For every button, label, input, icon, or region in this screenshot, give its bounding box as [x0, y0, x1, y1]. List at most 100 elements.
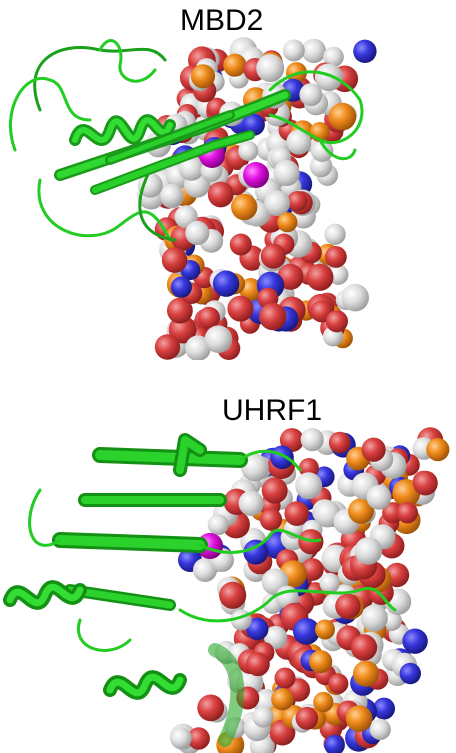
dna-atom-sphere: [274, 667, 296, 689]
dna-atom-sphere: [324, 734, 345, 753]
dna-atom-sphere: [298, 458, 319, 478]
uhrf1-dna-complex-render: [3, 427, 450, 753]
dna-atom-sphere: [271, 688, 294, 711]
dna-atom-sphere: [241, 453, 269, 482]
dna-atom-sphere: [396, 502, 418, 524]
dna-atom-sphere: [313, 691, 334, 713]
dna-atom-sphere: [178, 155, 204, 181]
dna-atom-sphere: [315, 619, 335, 640]
dna-atom-sphere: [325, 246, 347, 268]
dna-atom-sphere: [238, 140, 259, 161]
dna-atom-sphere: [299, 83, 323, 107]
dna-atom-sphere: [361, 437, 386, 462]
dna-atom-sphere: [413, 470, 438, 496]
dna-atom-sphere: [207, 181, 234, 208]
dna-atom-sphere: [282, 39, 305, 62]
dna-atom-sphere: [204, 325, 233, 354]
dna-atom-sphere: [306, 263, 334, 291]
dna-atom-sphere: [309, 650, 333, 674]
dna-atom-sphere: [353, 39, 377, 63]
dna-atom-sphere: [185, 220, 210, 246]
dna-atom-sphere: [279, 428, 304, 453]
dna-atom-sphere: [264, 190, 290, 217]
dna-atom-sphere: [360, 604, 388, 632]
dna-atom-sphere: [207, 514, 229, 536]
dna-atom-sphere: [399, 662, 421, 685]
dna-atom-sphere: [284, 501, 310, 526]
dna-atom-sphere: [277, 212, 298, 233]
dna-atom-sphere: [259, 302, 287, 331]
dna-atom-sphere: [335, 593, 361, 619]
dna-atom-sphere: [223, 53, 247, 77]
dna-atom-sphere: [324, 223, 346, 245]
dna-atom-sphere: [259, 508, 283, 531]
dna-atom-sphere: [256, 54, 285, 83]
dna-spheres-uhrf1: [169, 427, 450, 753]
panel-mbd2: MBD2: [0, 0, 456, 360]
dna-atom-sphere: [319, 572, 340, 594]
dna-atom-sphere: [287, 191, 308, 211]
dna-atom-sphere: [314, 63, 343, 92]
dna-atom-sphere: [260, 243, 286, 269]
dna-atom-sphere: [246, 617, 269, 641]
dna-atom-sphere: [286, 129, 312, 155]
dna-atom-sphere: [187, 727, 210, 750]
dna-atom-sphere: [246, 652, 270, 677]
dna-atom-sphere: [238, 490, 264, 516]
dna-atom-sphere: [161, 247, 188, 273]
dna-atom-sphere: [261, 477, 288, 504]
dna-atom-sphere: [354, 537, 383, 565]
dna-atom-sphere: [137, 172, 163, 198]
dna-atom-sphere: [369, 718, 391, 740]
dna-atom-sphere: [300, 428, 324, 452]
dna-atom-sphere: [325, 310, 348, 333]
dna-atom-sphere: [270, 445, 294, 470]
dna-atom-sphere: [345, 705, 373, 732]
dna-atom-sphere: [402, 628, 428, 654]
dna-atom-sphere: [295, 472, 323, 500]
dna-atom-sphere: [392, 479, 421, 507]
dna-atom-sphere: [341, 283, 370, 312]
dna-atom-sphere: [328, 673, 349, 694]
dna-atom-sphere: [273, 159, 300, 187]
panel-title-uhrf1: UHRF1: [222, 394, 323, 427]
dna-atom-sphere: [264, 625, 288, 650]
protein-ribbon-mbd2: [9, 39, 364, 242]
dna-atom-sphere: [252, 706, 274, 728]
mbd2-dna-complex-render: [9, 37, 377, 360]
dna-atom-sphere: [231, 193, 258, 221]
dna-atom-sphere: [350, 634, 378, 661]
dna-atom-sphere: [160, 183, 184, 207]
dna-atom-sphere: [243, 539, 269, 565]
dna-atom-sphere: [229, 233, 252, 256]
dna-atom-sphere: [197, 694, 225, 722]
methyl-cytosine-sphere: [243, 162, 269, 188]
dna-atom-sphere: [295, 706, 319, 730]
dna-atom-sphere: [170, 727, 192, 749]
dna-atom-sphere: [227, 295, 254, 322]
dna-atom-sphere: [426, 438, 450, 462]
dna-atom-sphere: [348, 498, 374, 524]
dna-spheres-mbd2: [137, 37, 377, 360]
dna-atom-sphere: [323, 46, 344, 68]
dna-atom-sphere: [242, 113, 265, 136]
dna-atom-sphere: [219, 581, 247, 609]
dna-atom-sphere: [198, 306, 220, 329]
dna-atom-sphere: [373, 697, 395, 720]
dna-atom-sphere: [328, 102, 357, 131]
dna-atom-sphere: [353, 660, 380, 687]
protein-ribbon-uhrf1: [3, 433, 397, 747]
panel-uhrf1: UHRF1: [0, 360, 456, 753]
dna-atom-sphere: [167, 297, 193, 324]
dna-atom-sphere: [190, 64, 216, 89]
dna-atom-sphere: [366, 484, 392, 510]
dna-atom-sphere: [170, 276, 192, 298]
dna-atom-sphere: [154, 334, 181, 360]
dna-atom-sphere: [301, 38, 326, 64]
dna-atom-sphere: [310, 139, 334, 162]
dna-atom-sphere: [185, 335, 211, 360]
panel-title-mbd2: MBD2: [180, 4, 264, 37]
dna-atom-sphere: [212, 270, 240, 297]
dna-atom-sphere: [328, 431, 351, 454]
dna-atom-sphere: [293, 618, 320, 645]
